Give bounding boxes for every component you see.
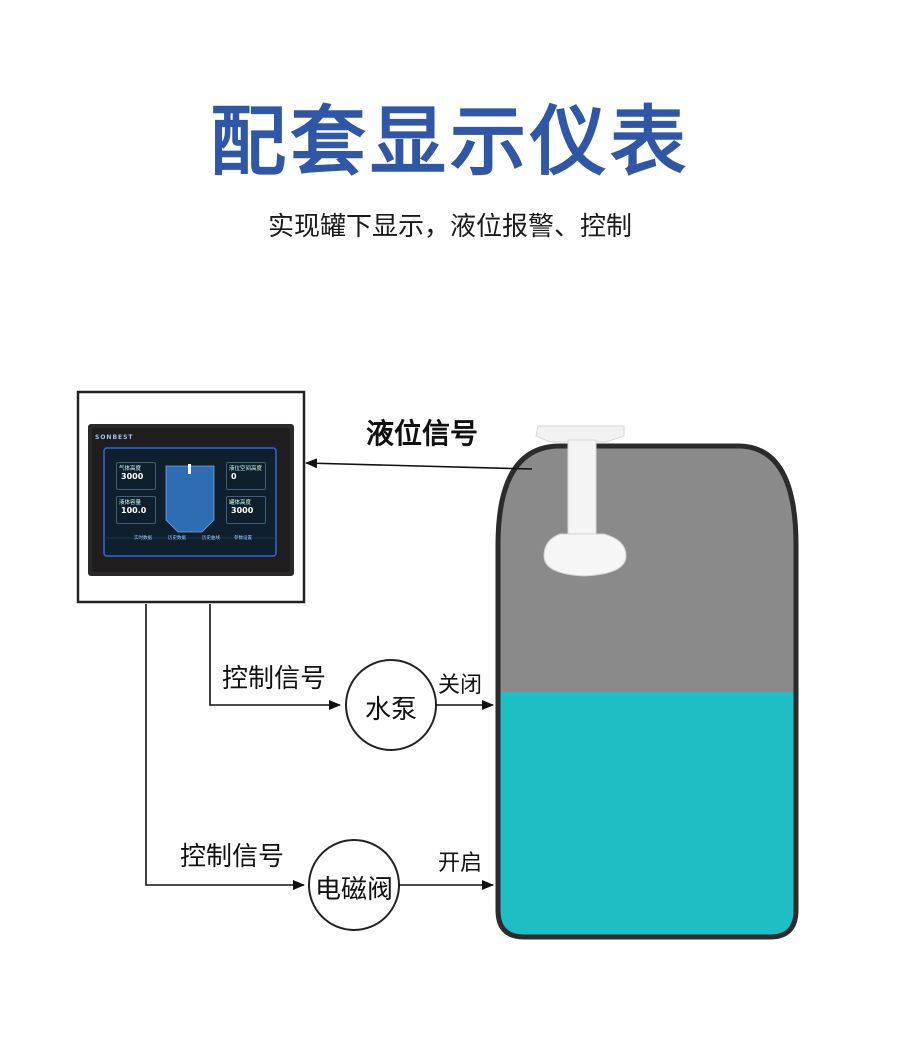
meter-panel-3: 罐体高度 3000 [226,496,266,524]
page-title: 配套显示仪表 [210,97,690,186]
pump-label: 水泵 [364,695,417,725]
meter-panel-0: 气体高度 3000 [116,462,156,490]
pump-control-label: 控制信号 [222,664,327,694]
meter-panel-1: 液体容量 100.0 [116,496,156,524]
meter-nav-2[interactable]: 历史曲线 [202,536,220,541]
meter-nav-3[interactable]: 参数设置 [234,536,252,541]
valve-control-label: 控制信号 [180,842,285,872]
level-signal-arrow [305,458,533,470]
meter-nav-0[interactable]: 实时数据 [134,536,152,541]
tank-gas-space [498,446,796,692]
level-signal-label: 液位信号 [366,417,479,450]
tank [495,443,799,940]
meter-panel-2: 液位空间高度 0 [226,462,266,490]
pump-control-line [209,604,341,710]
tank-liquid [498,692,796,937]
page-subtitle: 实现罐下显示，液位报警、控制 [267,212,632,242]
meter-brand: SONBEST [95,434,134,441]
meter-nav-1[interactable]: 历史数据 [168,536,186,541]
valve-action-label: 开启 [438,851,483,876]
valve-label: 电磁阀 [314,875,393,905]
valve-control-line [145,604,305,890]
pump-action-label: 关闭 [438,673,483,698]
meter-screen: 气体高度 3000 液体容量 100.0 液位空间高度 0 罐体高度 3000 … [106,450,274,552]
level-sensor-icon [535,425,627,577]
